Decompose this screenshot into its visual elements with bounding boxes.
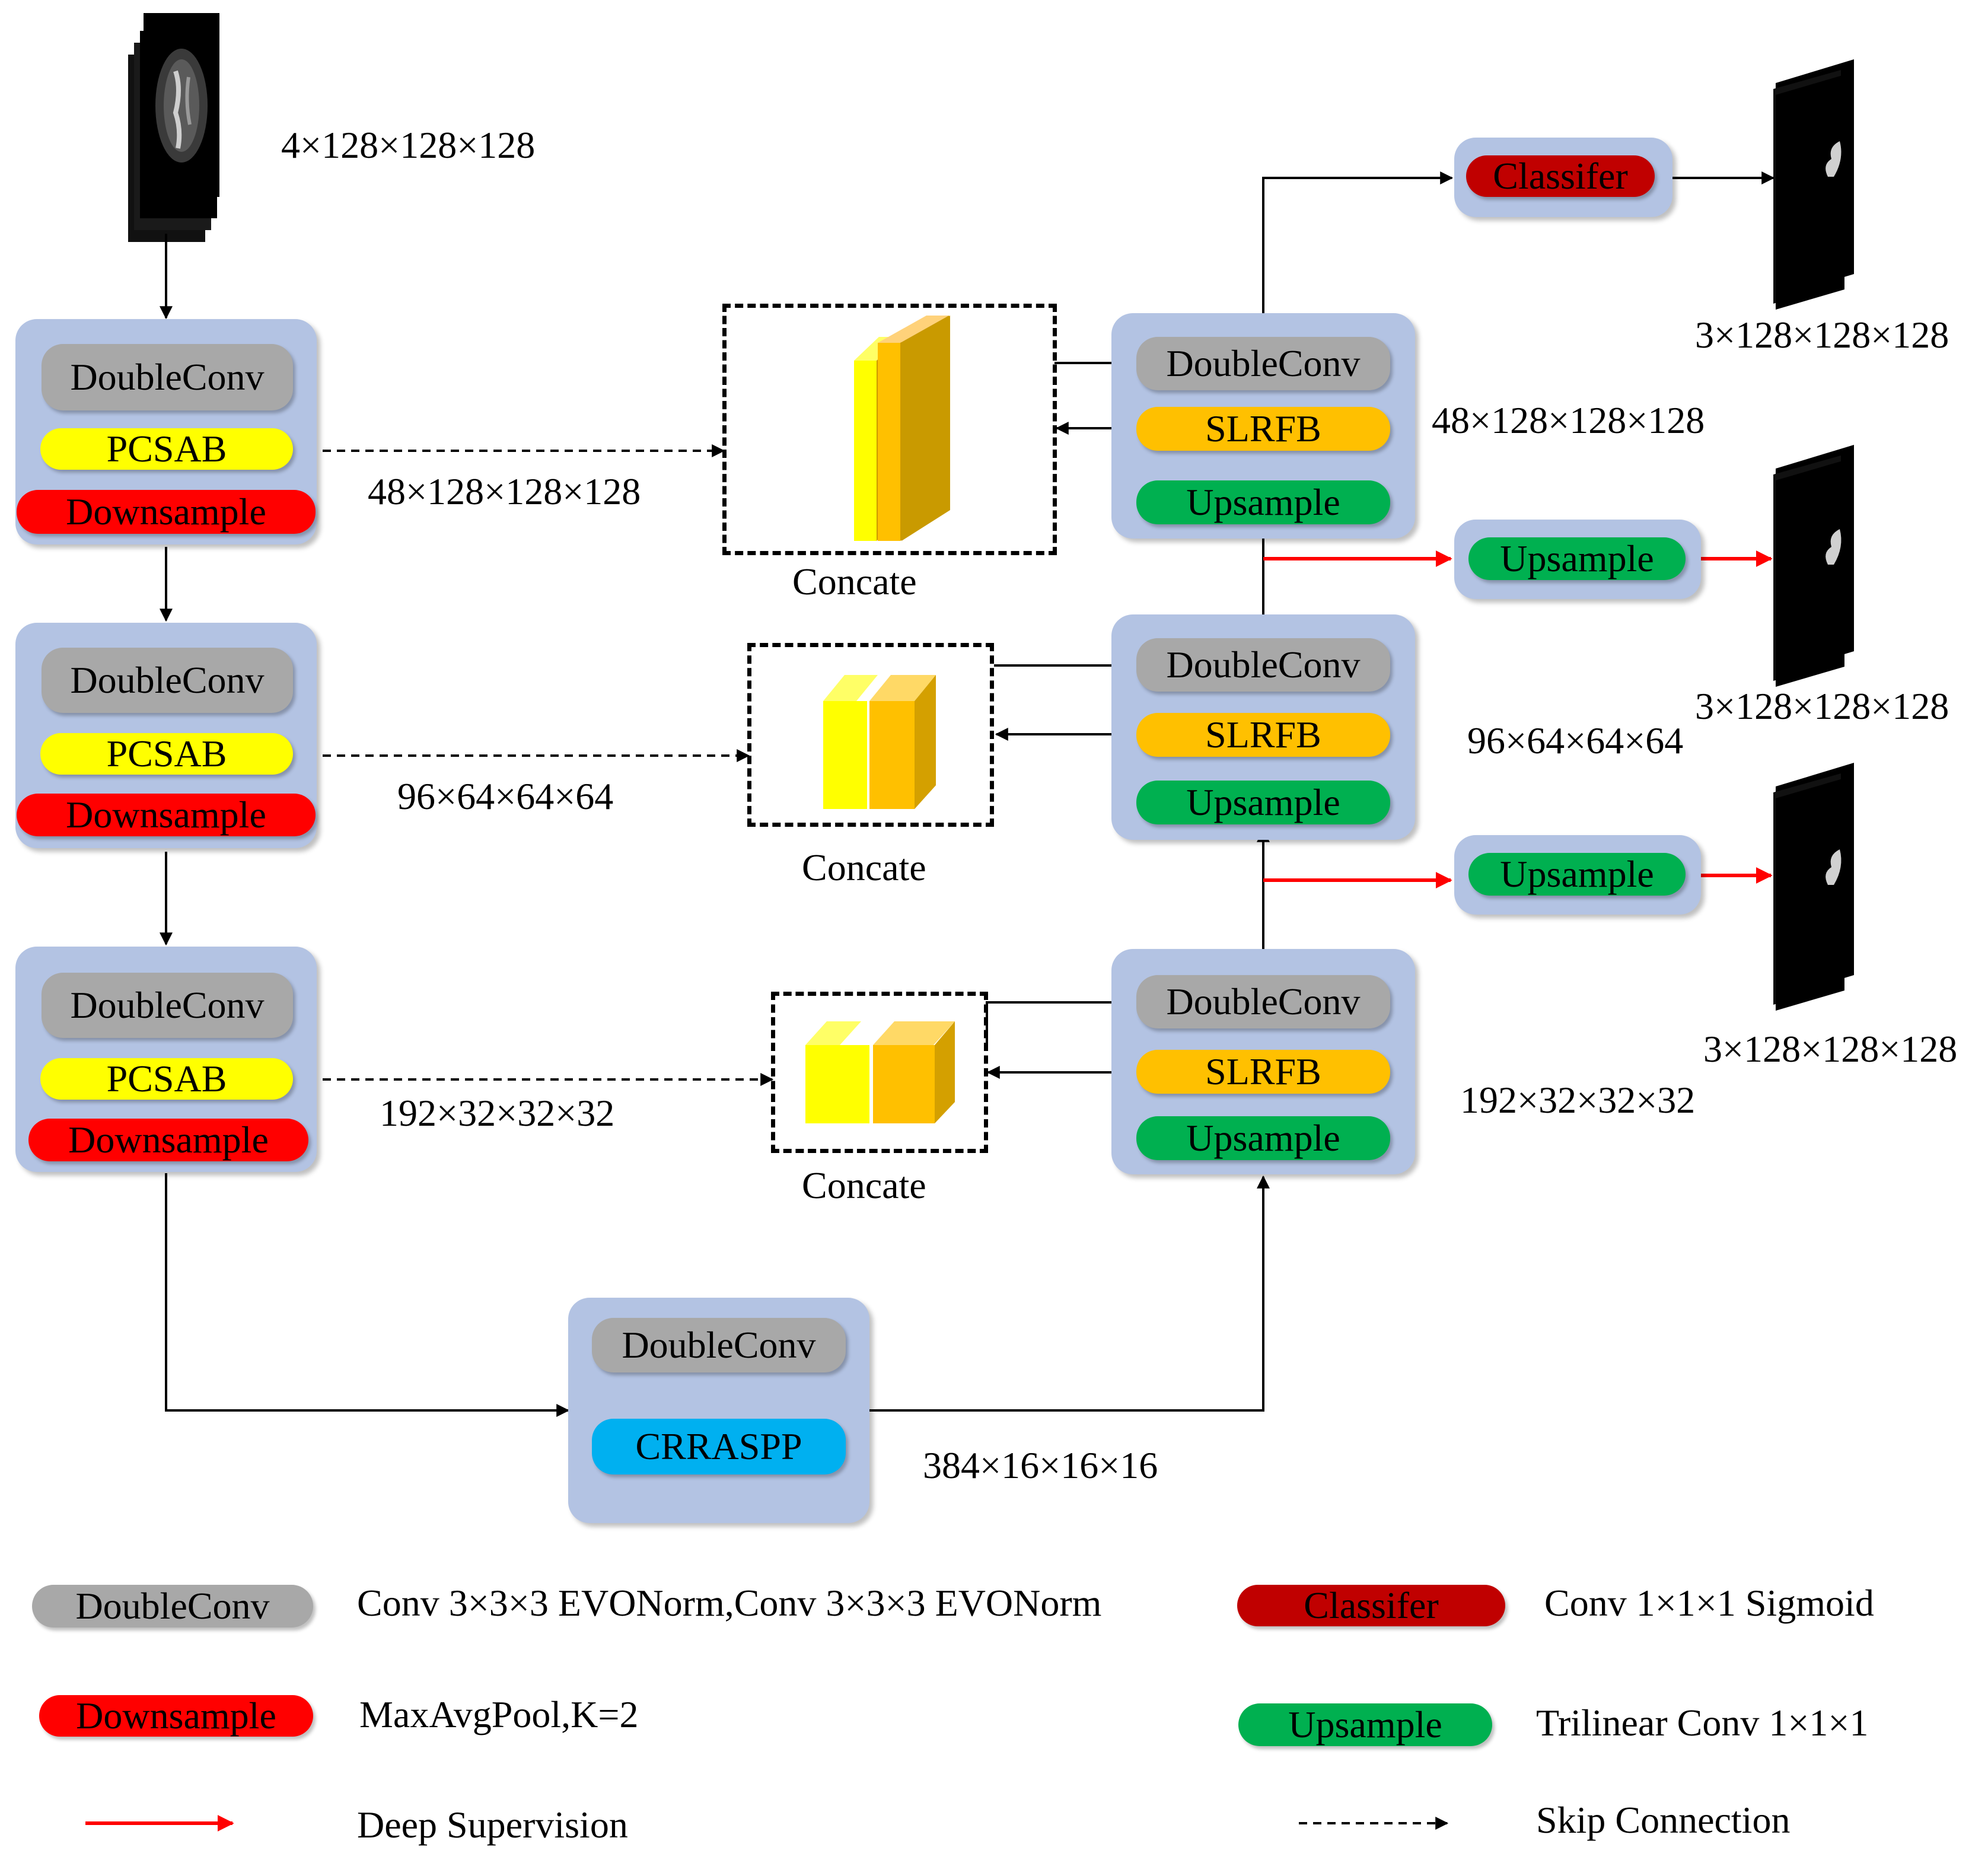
encoder2-doubleconv: DoubleConv [42, 648, 293, 713]
legend-upsample-swatch: Upsample [1238, 1703, 1492, 1746]
output-stack-3 [1773, 763, 1854, 1011]
classifier-head: Classifer [1466, 155, 1655, 197]
encoder3-doubleconv: DoubleConv [42, 973, 293, 1038]
decoder2-doubleconv: DoubleConv [1136, 638, 1390, 692]
encoder2-downsample: Downsample [17, 794, 316, 836]
bottleneck-doubleconv: DoubleConv [592, 1318, 846, 1372]
dim-bottleneck: 384×16×16×16 [923, 1444, 1158, 1486]
concat-box-2 [747, 643, 994, 827]
concat-stack-3 [805, 1021, 955, 1123]
ds-upsample-1: Upsample [1468, 537, 1686, 580]
decoder1-slrfb: SLRFB [1136, 407, 1390, 451]
dim-input: 4×128×128×128 [281, 124, 536, 166]
output-stack-1 [1773, 59, 1854, 310]
legend-deep-supervision-text: Deep Supervision [357, 1804, 628, 1846]
decoder3-slrfb: SLRFB [1136, 1050, 1390, 1094]
legend-upsample-text: Trilinear Conv 1×1×1 [1536, 1702, 1869, 1744]
concat-label-2: Concate [802, 846, 926, 888]
output-stack-2 [1773, 445, 1854, 687]
decoder1-doubleconv: DoubleConv [1136, 337, 1390, 390]
skip-connections [294, 444, 774, 1086]
concat-label-3: Concate [802, 1164, 926, 1206]
legend-doubleconv-swatch: DoubleConv [32, 1585, 313, 1628]
legend-skip-text: Skip Connection [1536, 1799, 1791, 1841]
decoder2-upsample: Upsample [1136, 781, 1390, 824]
concat-stack-1 [854, 316, 950, 541]
encoder3-pcsab: PCSAB [40, 1058, 293, 1100]
decoder3-upsample: Upsample [1136, 1116, 1390, 1160]
dim-encoder-1: 48×128×128×128 [368, 470, 641, 512]
encoder1-pcsab: PCSAB [40, 428, 293, 470]
dim-encoder-2: 96×64×64×64 [397, 775, 614, 817]
dim-output-1: 3×128×128×128 [1695, 314, 1949, 356]
concat-box-3 [771, 992, 988, 1153]
legend-classifier-swatch: Classifer [1237, 1585, 1505, 1626]
legend-classifier-text: Conv 1×1×1 Sigmoid [1544, 1582, 1874, 1624]
legend-downsample-swatch: Downsample [39, 1695, 313, 1737]
dim-output-2: 3×128×128×128 [1695, 685, 1949, 727]
dim-decoder-1: 48×128×128×128 [1432, 399, 1705, 441]
deep-supervision-arrows [1263, 550, 1773, 888]
dim-decoder-2: 96×64×64×64 [1467, 719, 1684, 762]
decoder1-upsample: Upsample [1136, 480, 1390, 524]
legend-doubleconv-text: Conv 3×3×3 EVONorm,Conv 3×3×3 EVONorm [357, 1582, 1102, 1624]
legend-downsample-text: MaxAvgPool,K=2 [359, 1693, 639, 1735]
dim-decoder-3: 192×32×32×32 [1460, 1079, 1696, 1121]
encoder1-doubleconv: DoubleConv [42, 344, 293, 410]
concat-label-1: Concate [792, 560, 917, 603]
concat-box-1 [722, 304, 1057, 555]
decoder2-slrfb: SLRFB [1136, 713, 1390, 757]
bottleneck-crraspp: CRRASPP [592, 1419, 846, 1474]
encoder1-downsample: Downsample [17, 490, 316, 534]
concat-stack-2 [823, 675, 936, 809]
input-mri-stack [128, 13, 219, 242]
encoder3-downsample: Downsample [28, 1119, 308, 1161]
dim-encoder-3: 192×32×32×32 [380, 1092, 615, 1134]
decoder3-doubleconv: DoubleConv [1136, 975, 1390, 1028]
dim-output-3: 3×128×128×128 [1703, 1028, 1958, 1070]
encoder2-pcsab: PCSAB [40, 733, 293, 775]
ds-upsample-2: Upsample [1468, 853, 1686, 896]
